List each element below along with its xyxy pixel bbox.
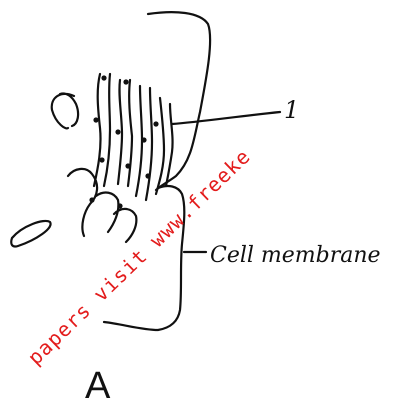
vesicle-dot: [145, 173, 150, 178]
detached-vesicle: [11, 221, 50, 247]
label-cell-membrane: Cell membrane: [210, 243, 381, 268]
vesicle-dot: [117, 203, 122, 208]
vesicle-dot: [99, 157, 104, 162]
vesicle-dot: [123, 79, 128, 84]
leader-line-1: [172, 112, 280, 124]
vesicle-dot: [115, 129, 120, 134]
golgi-lower-lobes: [68, 169, 136, 242]
cell-outline-curve: [148, 12, 210, 190]
label-1: 1: [284, 96, 299, 124]
vesicle-dot: [89, 197, 94, 202]
golgi-cisterna-3: [136, 86, 152, 200]
golgi-cisterna-1: [94, 74, 110, 186]
golgi-cisterna-outer: [52, 93, 78, 128]
vesicle-dot: [101, 75, 106, 80]
vesicle-dot: [125, 163, 130, 168]
panel-label-a: A: [85, 365, 111, 407]
vesicle-dot: [141, 137, 146, 142]
vesicle-dot: [153, 121, 158, 126]
vesicle-dot: [93, 117, 98, 122]
